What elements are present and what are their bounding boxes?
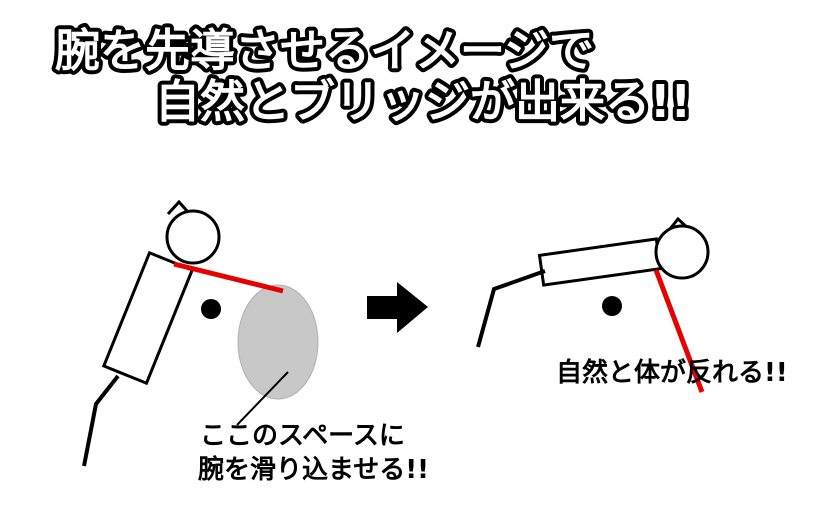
left-figure-leg [82,374,120,467]
arrow-right-icon [367,282,428,333]
right-figure-head [654,224,710,280]
space-ellipse [237,284,319,400]
left-figure-hair [166,199,190,216]
right-figure-dot [602,296,622,316]
space-pointer-line [236,371,289,426]
annotation-body-arches: 自然と体が反れる!! [556,357,788,388]
left-figure-dot [201,299,221,319]
right-figure-torso [537,237,663,287]
right-figure [476,216,710,393]
left-figure-torso [101,250,195,386]
right-figure-leg [476,269,546,348]
right-figure-arm-red [653,269,705,393]
transition-arrow [367,282,428,333]
left-figure [82,199,319,467]
left-figure-arm-red [173,261,284,294]
title-line-2: 自然とブリッジが出来る!! [155,75,691,128]
title-line-1: 腕を先導させるイメージで [55,24,594,77]
annotation-space-line-2: 腕を滑り込ませる!! [197,454,429,485]
left-figure-head [165,209,221,265]
annotation-space-line-1: ここのスペースに [200,421,405,451]
title: 腕を先導させるイメージで 自然とブリッジが出来る!! [51,20,695,132]
